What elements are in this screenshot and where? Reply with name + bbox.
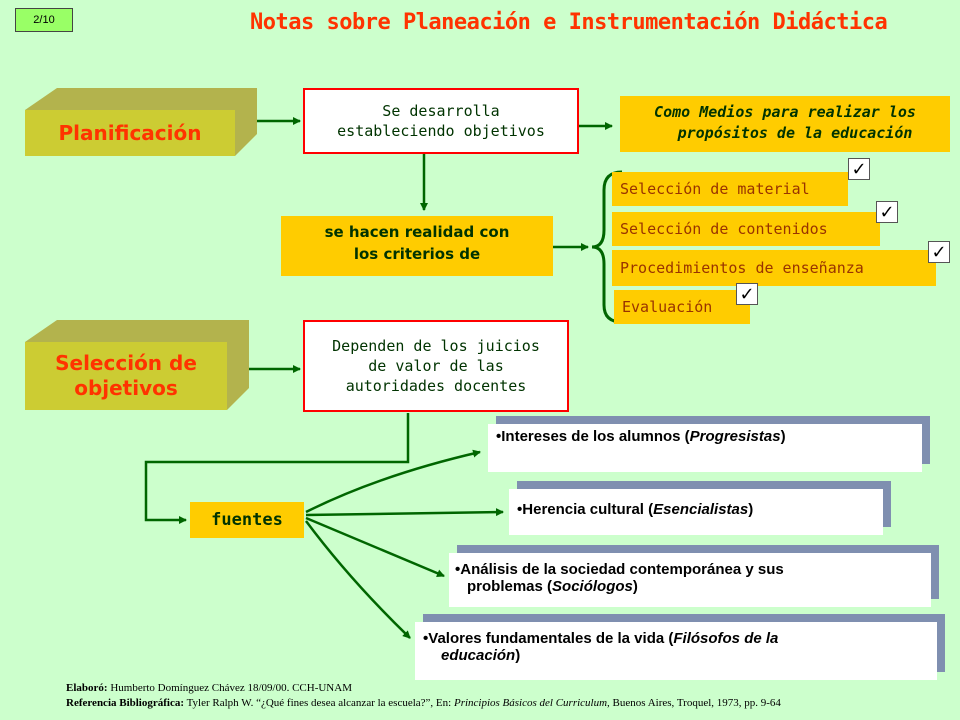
- arrow-fuentes-to-source-1: [305, 449, 481, 514]
- check-icon: ✓: [736, 283, 758, 305]
- elaboro-label: Elaboró:: [66, 682, 108, 694]
- source-1-bullet: •: [496, 428, 502, 445]
- seleccion-line-1: Selección de: [55, 351, 197, 375]
- source-4-bullet: •: [423, 630, 429, 647]
- source-3-end: ): [632, 578, 638, 596]
- seleccion-label: Selección de objetivos: [25, 342, 227, 410]
- source-2-text: Herencia cultural (: [522, 501, 654, 518]
- ref-text-1: Tyler Ralph W. “¿Qué fines desea alcanza…: [186, 697, 454, 709]
- source-2-author: Esencialistas: [653, 501, 749, 518]
- elaboro-text: Humberto Domínguez Chávez 18/09/00. CCH-…: [110, 682, 352, 694]
- desarrolla-line-2: estableciendo objetivos: [337, 122, 545, 140]
- criterio-material: Selección de material: [612, 172, 848, 206]
- source-3-text: Análisis de la sociedad contemporánea y …: [460, 561, 784, 578]
- arrow-dependen-to-fuentes: [144, 413, 410, 524]
- medios-line-1: Como Medios para realizar los: [654, 103, 916, 121]
- arrow-fuentes-to-source-2: [305, 508, 504, 517]
- realidad-line-2: los criterios de: [353, 244, 481, 263]
- dependen-box: Dependen de los juicios de valor de las …: [303, 320, 569, 412]
- realidad-box: se hacen realidad con los criterios de: [281, 216, 553, 276]
- criterio-procedimientos: Procedimientos de enseñanza: [612, 250, 936, 286]
- desarrolla-box: Se desarrolla estableciendo objetivos: [303, 88, 579, 154]
- dependen-line-2: de valor de las: [368, 356, 504, 375]
- criteria-brace: [591, 170, 623, 324]
- source-1-box: •Intereses de los alumnos (Progresistas): [488, 424, 922, 472]
- source-2-bullet: •: [517, 501, 523, 518]
- source-1-end: ): [780, 428, 786, 445]
- footer-elaboro: Elaboró: Humberto Domínguez Chávez 18/09…: [66, 682, 352, 694]
- source-4-author-cont: educación: [441, 647, 516, 665]
- footer-reference: Referencia Bibliográfica: Tyler Ralph W.…: [66, 697, 781, 709]
- source-4-end: ): [515, 647, 521, 665]
- arrow-fuentes-to-source-4: [304, 520, 411, 639]
- source-1-author: Progresistas: [689, 428, 781, 445]
- source-4-author: Filósofos de la: [673, 630, 779, 647]
- arrow-fuentes-to-source-3: [305, 516, 445, 578]
- source-3-bullet: •: [455, 561, 461, 578]
- dependen-line-1: Dependen de los juicios: [332, 336, 540, 355]
- source-4-box: •Valores fundamentales de la vida (Filós…: [415, 622, 937, 680]
- criterio-evaluacion: Evaluación: [614, 290, 750, 324]
- source-2-box: •Herencia cultural (Esencialistas): [509, 489, 883, 535]
- source-3-text2: problemas (: [467, 578, 553, 596]
- check-icon: ✓: [928, 241, 950, 263]
- check-icon: ✓: [876, 201, 898, 223]
- source-3-author: Sociólogos: [552, 578, 633, 596]
- planificacion-label: Planificación: [25, 110, 235, 156]
- realidad-line-1: se hacen realidad con: [324, 223, 510, 241]
- desarrolla-line-1: Se desarrolla: [382, 101, 500, 120]
- medios-box: Como Medios para realizar los propósitos…: [620, 96, 950, 152]
- fuentes-box: fuentes: [190, 502, 304, 538]
- ref-book-title: Principios Básicos del Curriculum,: [453, 697, 610, 709]
- criterio-contenidos: Selección de contenidos: [612, 212, 880, 246]
- medios-line-2: propósitos de la educación: [677, 124, 913, 142]
- source-3-box: •Análisis de la sociedad contemporánea y…: [449, 553, 931, 607]
- ref-text-2: Buenos Aires, Troquel, 1973, pp. 9-64: [609, 697, 781, 709]
- page-number: 2/10: [15, 8, 73, 32]
- seleccion-line-2: objetivos: [74, 376, 178, 400]
- ref-label: Referencia Bibliográfica:: [66, 697, 185, 709]
- page-title: Notas sobre Planeación e Instrumentación…: [250, 10, 888, 35]
- source-2-end: ): [748, 501, 754, 518]
- source-4-text: Valores fundamentales de la vida (: [428, 630, 674, 647]
- check-icon: ✓: [848, 158, 870, 180]
- dependen-line-3: autoridades docentes: [345, 377, 527, 396]
- source-1-text: Intereses de los alumnos (: [501, 428, 690, 445]
